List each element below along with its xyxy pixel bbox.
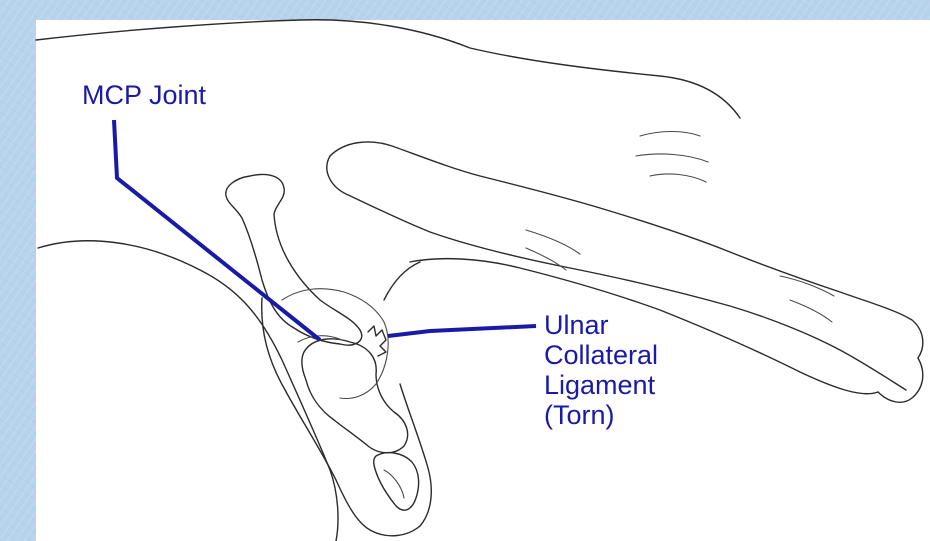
palm-contour-line: [38, 241, 338, 541]
index-finger-tip: [878, 358, 923, 402]
mcp-joint-leader-line: [114, 120, 320, 340]
ucl-label-line-4: (Torn): [544, 400, 658, 430]
ulnar-collateral-ligament-label: Ulnar Collateral Ligament (Torn): [544, 310, 658, 430]
finger-crease-2: [526, 248, 566, 270]
ucl-label-line-3: Ligament: [544, 370, 658, 400]
proximal-phalanx-bone: [302, 339, 408, 453]
knuckle-crease-3: [650, 174, 706, 182]
palm-lower-contour: [384, 262, 420, 300]
finger-crease-1: [526, 230, 580, 254]
finger-crease-4: [790, 300, 832, 322]
ucl-leader-line: [388, 326, 536, 336]
mcp-joint-label: MCP Joint: [82, 80, 206, 110]
ucl-label-line-1: Ulnar: [544, 310, 658, 340]
finger-crease-3: [780, 276, 834, 296]
knuckle-crease-1: [640, 132, 700, 137]
torn-ligament-mark: [368, 326, 386, 356]
knuckle-crease-2: [636, 154, 708, 162]
ucl-label-line-2: Collateral: [544, 340, 658, 370]
